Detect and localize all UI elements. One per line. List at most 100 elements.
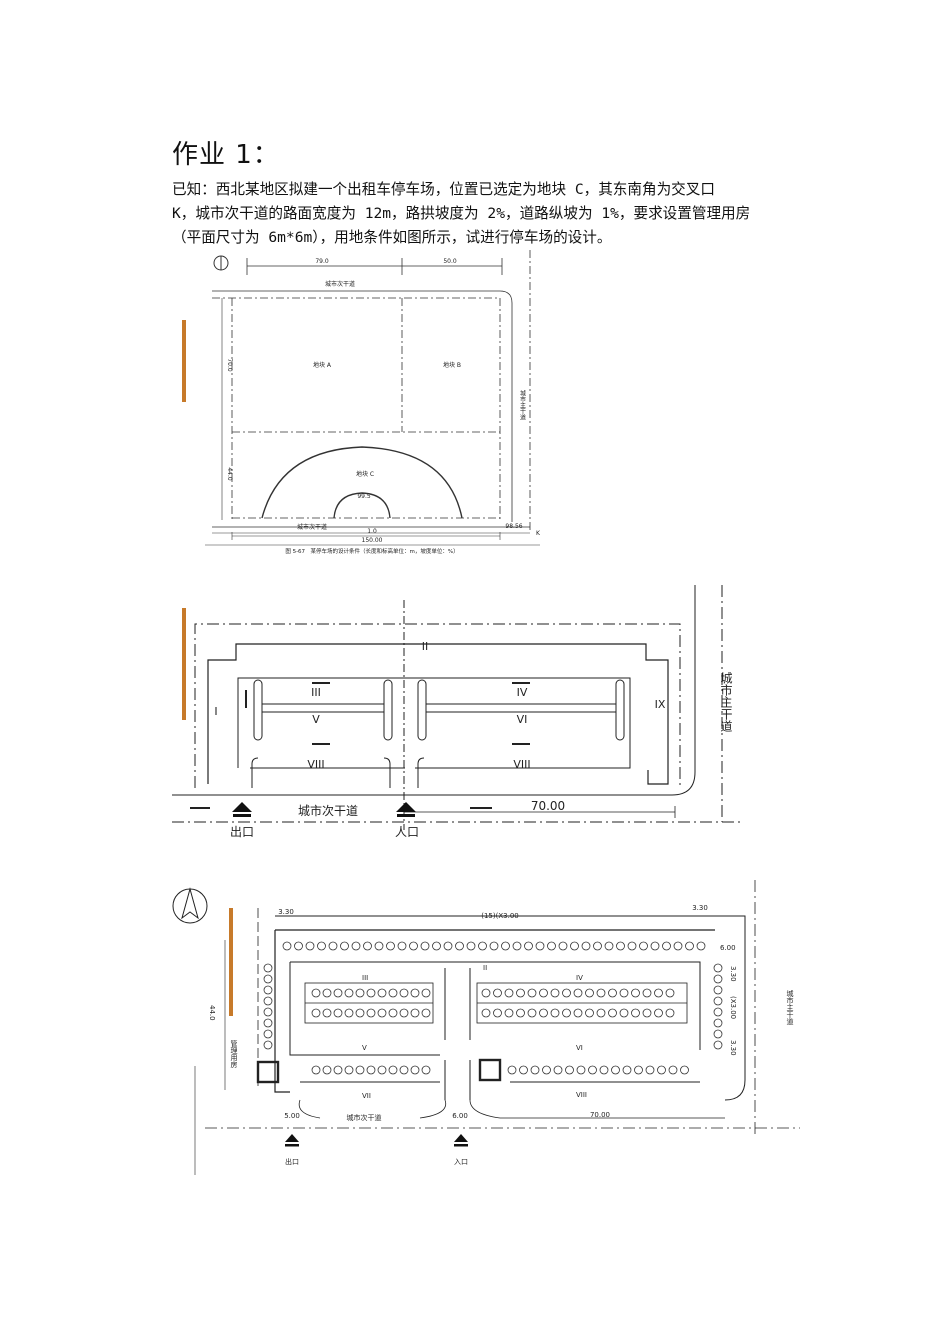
homework-title: 作业 1：: [172, 140, 280, 170]
accent-bar: [182, 608, 186, 720]
exit-label: 出口: [285, 1157, 299, 1166]
exit-arrow-icon: [232, 802, 252, 812]
parking-stall-icon: [366, 1065, 376, 1075]
parking-stall-icon: [657, 1065, 666, 1075]
parking-stall-icon: [593, 941, 602, 951]
parking-stall-icon: [333, 1008, 343, 1018]
parking-stall-icon: [355, 1008, 365, 1018]
parking-stall-icon: [410, 988, 420, 998]
road-label: 城市主干道: [519, 390, 526, 421]
parking-stall-icon: [466, 941, 476, 951]
parking-stall-icon: [631, 1008, 640, 1018]
parking-stall-icon: [263, 1018, 273, 1028]
parking-stall-icon: [443, 941, 453, 951]
parking-stall-icon: [650, 941, 660, 951]
dim-label: 70.00: [531, 799, 565, 813]
figure-3-detailed-plan: [172, 880, 800, 1175]
entrance-arrow-icon: [396, 802, 416, 812]
parking-stall-icon: [611, 1065, 620, 1075]
parking-stall-icon: [713, 996, 723, 1006]
slope-label: 1.0: [367, 528, 377, 535]
dim-label: 44.0: [208, 1005, 216, 1021]
parking-stall-icon: [311, 988, 321, 998]
parking-stall-icon: [585, 988, 594, 998]
figure-3-gates: [285, 1134, 468, 1147]
parking-stall-icon: [263, 1040, 273, 1050]
accent-bar: [182, 320, 186, 402]
parking-stall-icon: [322, 1008, 332, 1018]
parking-stall-icon: [421, 988, 431, 998]
zone-label: V: [312, 713, 320, 726]
management-room-label: 管理用房: [230, 1039, 238, 1069]
dim-label: 150.00: [362, 537, 383, 544]
parking-stall-icon: [512, 941, 522, 951]
parking-stall-icon: [409, 941, 418, 951]
road-label: 城市主干道: [786, 990, 794, 1026]
parking-stall-icon: [263, 1029, 273, 1039]
parking-stall-icon: [519, 1065, 528, 1075]
parking-stall-icon: [539, 1008, 548, 1018]
parking-stall-icon: [366, 1008, 376, 1018]
parking-stall-icon: [530, 1065, 540, 1075]
parking-stall-icon: [493, 988, 502, 998]
parking-stall-icon: [542, 1065, 551, 1075]
problem-statement: 已知：西北某地区拟建一个出租车停车场，位置已选定为地块 C，其东南角为交叉口 K…: [172, 178, 812, 250]
parking-stall-icon: [668, 1065, 678, 1075]
parking-stall-icon: [397, 941, 407, 951]
parking-stall-icon: [627, 941, 637, 951]
parking-stall-icon: [588, 1065, 597, 1075]
zone-label: VI: [576, 1044, 583, 1052]
figure-3-labels: 3.30 (15)(X3.00 3.30 6.00 3.30 (X3.00 3.…: [208, 904, 794, 1166]
parking-stall-icon: [596, 1008, 606, 1018]
exit-label: 出口: [230, 825, 254, 839]
parking-stall-icon: [263, 1007, 273, 1017]
zone-label: VIII: [513, 758, 530, 771]
parking-stall-icon: [581, 941, 591, 951]
parking-stall-icon: [489, 941, 499, 951]
statement-line: K，城市次干道的路面宽度为 12m，路拱坡度为 2%，道路纵坡为 1%，要求设置…: [172, 205, 751, 222]
parking-stall-icon: [263, 974, 273, 984]
parking-stall-icon: [399, 1008, 409, 1018]
parking-stall-icon: [665, 1008, 675, 1018]
parking-stall-icon: [654, 1008, 663, 1018]
dim-label: 3.30: [692, 904, 708, 912]
figure-caption: 图 5-67 某停车场的设计条件（长度和标高单位：m，坡度单位：%）: [285, 547, 458, 555]
parking-stall-icon: [596, 988, 606, 998]
figure-2-labels: I II III IV V VI VIII VIII IX: [214, 640, 665, 771]
parking-stall-icon: [713, 1007, 723, 1017]
parking-stall-icon: [547, 941, 556, 951]
parking-stall-icon: [642, 988, 652, 998]
parking-stall-icon: [619, 988, 629, 998]
north-arrow-icon: [172, 888, 208, 924]
parking-stall-icon: [535, 941, 545, 951]
parking-stall-icon: [322, 988, 332, 998]
parking-stall-icon: [366, 988, 376, 998]
dim-label: 79.0: [315, 258, 329, 265]
parking-stall-icon: [377, 1065, 387, 1075]
parking-stall-icon: [619, 1008, 629, 1018]
figure-2-road-labels: 城市主干道 城市次干道 70.00 出口 人口: [230, 672, 733, 839]
statement-line: （平面尺寸为 6m*6m），用地条件如图所示，试进行停车场的设计。: [172, 229, 612, 246]
parking-stall-icon: [576, 1065, 586, 1075]
parking-stall-icon: [420, 941, 430, 951]
elevation-label: 98.56: [505, 523, 522, 530]
parking-stall-icon: [642, 1008, 652, 1018]
parking-stall-icon: [553, 1065, 563, 1075]
zone-label: I: [214, 705, 217, 718]
parking-stall-icon: [639, 941, 648, 951]
parking-stall-icon: [501, 941, 510, 951]
parking-stall-icon: [527, 1008, 537, 1018]
parking-stall-icon: [550, 988, 560, 998]
plot-label: 地块 C: [356, 470, 374, 478]
parking-stall-icon: [374, 941, 384, 951]
zone-label: III: [311, 686, 321, 699]
parking-stall-icon: [355, 1065, 365, 1075]
parking-stall-icon: [604, 941, 614, 951]
parking-stall-icon: [282, 941, 292, 951]
parking-stall-icon: [355, 988, 365, 998]
parking-stall-icon: [662, 941, 671, 951]
parking-stall-icon: [504, 1008, 514, 1018]
parking-stall-icon: [322, 1065, 332, 1075]
zone-label: VII: [362, 1092, 371, 1100]
dim-label: 50.0: [443, 258, 457, 265]
